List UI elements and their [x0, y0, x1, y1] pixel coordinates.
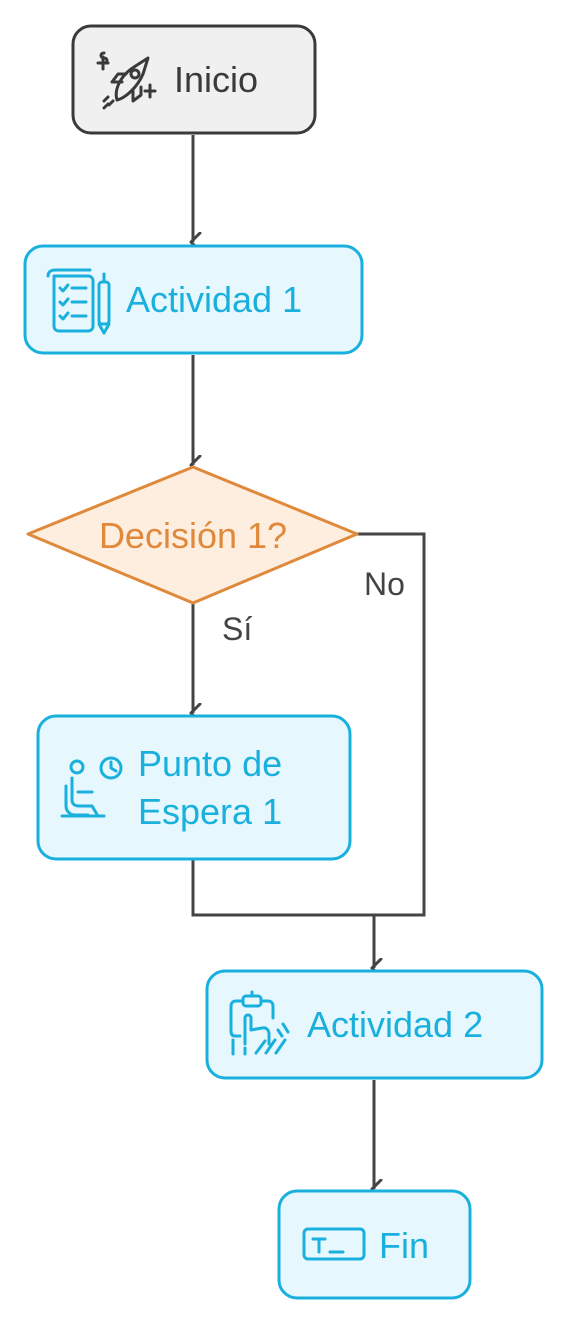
node-espera1: Punto de Espera 1	[36, 714, 352, 861]
node-inicio-box	[71, 24, 317, 135]
node-fin: Fin	[277, 1189, 472, 1300]
node-actividad1-label: Actividad 1	[126, 279, 302, 320]
checklist-icon	[46, 268, 111, 335]
node-fin-label: Fin	[379, 1225, 429, 1266]
node-espera1-box	[36, 714, 352, 861]
connector-decision1-no	[357, 532, 426, 917]
node-espera1-label-line1: Punto de	[138, 743, 282, 784]
connector-espera1-merge	[191, 860, 374, 917]
node-decision1-diamond	[26, 465, 359, 605]
node-actividad2-box	[205, 969, 544, 1080]
waiting-person-icon	[60, 756, 123, 818]
node-inicio: Inicio	[71, 24, 317, 135]
node-fin-box	[277, 1189, 472, 1300]
node-actividad2-label: Actividad 2	[307, 1004, 483, 1045]
node-decision1-label: Decisión 1?	[99, 515, 287, 556]
edge-label-si: Sí	[222, 611, 252, 647]
node-decision1: Decisión 1?	[26, 465, 359, 605]
rocket-icon	[96, 51, 157, 110]
terminal-icon	[302, 1227, 366, 1261]
node-actividad1: Actividad 1	[23, 244, 364, 355]
connectors	[191, 135, 426, 1189]
clipboard-hand-icon	[229, 990, 290, 1056]
node-espera1-label-line2: Espera 1	[138, 791, 282, 832]
node-actividad2: Actividad 2	[205, 969, 544, 1080]
edge-label-no: No	[364, 566, 405, 602]
node-inicio-label: Inicio	[174, 59, 258, 100]
